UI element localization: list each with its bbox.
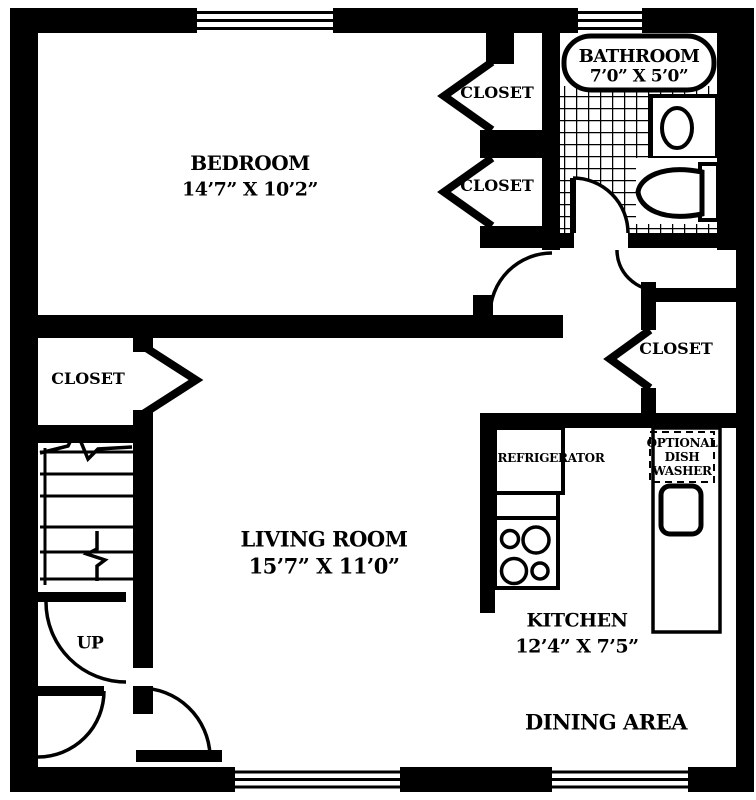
bathroom-dimensions: 7’0” X 5’0” <box>589 66 689 87</box>
living-room-closet-door <box>137 340 204 420</box>
stove-burner <box>521 525 551 555</box>
hall-vestibule-door <box>615 249 658 292</box>
living-room-dimensions: 15’7” X 11’0” <box>248 553 400 579</box>
dishwasher-label-line3: WASHER <box>652 464 712 478</box>
closet-door-symbols <box>137 58 653 420</box>
stair-break-line-upper <box>39 425 133 463</box>
bathroom-window <box>578 8 642 33</box>
bedroom-door <box>488 251 553 316</box>
entry-door <box>37 686 106 759</box>
bathroom-east-wall <box>717 8 754 250</box>
bathroom-door <box>570 176 630 234</box>
dining-area-window <box>552 767 688 792</box>
stair-break-line-lower <box>82 531 109 581</box>
bedroom-door-jamb <box>473 295 493 317</box>
kitchen-dimensions: 12’4” X 7’5” <box>515 635 639 658</box>
hall-closet-label: CLOSET <box>639 339 713 358</box>
hall-closet-door <box>603 326 653 392</box>
bedroom-dimensions: 14’7” X 10’2” <box>182 178 318 201</box>
bedroom-label: BEDROOM <box>190 151 310 175</box>
dining-area-label: DINING AREA <box>524 709 688 735</box>
stair-door <box>38 592 127 684</box>
living-room-window <box>235 767 400 792</box>
refrigerator-box <box>493 426 565 495</box>
refrigerator-counter <box>493 426 565 520</box>
refrigerator-label: REFRIGERATOR <box>497 451 605 465</box>
bathroom-sink <box>649 94 719 160</box>
bathroom-label: BATHROOM <box>578 46 700 67</box>
stove-burner <box>499 556 529 586</box>
dishwasher-label-line1: OPTIONAL <box>646 436 718 450</box>
interior-walls <box>10 30 736 714</box>
dishwasher-label-line2: DISH <box>664 450 700 464</box>
toilet <box>635 158 720 224</box>
living-room-label: LIVING ROOM <box>240 526 408 552</box>
staircase <box>39 425 133 585</box>
bedroom-closet-lower-label: CLOSET <box>460 176 534 195</box>
bedroom-closet-upper-label: CLOSET <box>460 83 534 102</box>
stove-burner <box>530 561 550 581</box>
kitchen-label: KITCHEN <box>526 609 628 632</box>
living-room-entry-door <box>136 686 222 762</box>
dishwasher-dashed-outline <box>649 431 715 483</box>
dishwasher-unit <box>658 483 704 537</box>
stairs-up-label: UP <box>76 633 104 654</box>
kitchen-counter <box>493 491 560 520</box>
living-room-closet-label: CLOSET <box>51 369 125 388</box>
stove-burner <box>499 528 521 550</box>
bathtub <box>561 33 717 93</box>
stove <box>493 516 560 590</box>
dishwasher <box>649 426 722 634</box>
bedroom-closet-lower-door <box>437 154 495 230</box>
bedroom-window <box>197 8 333 33</box>
bedroom-closet-upper-door <box>437 58 495 134</box>
